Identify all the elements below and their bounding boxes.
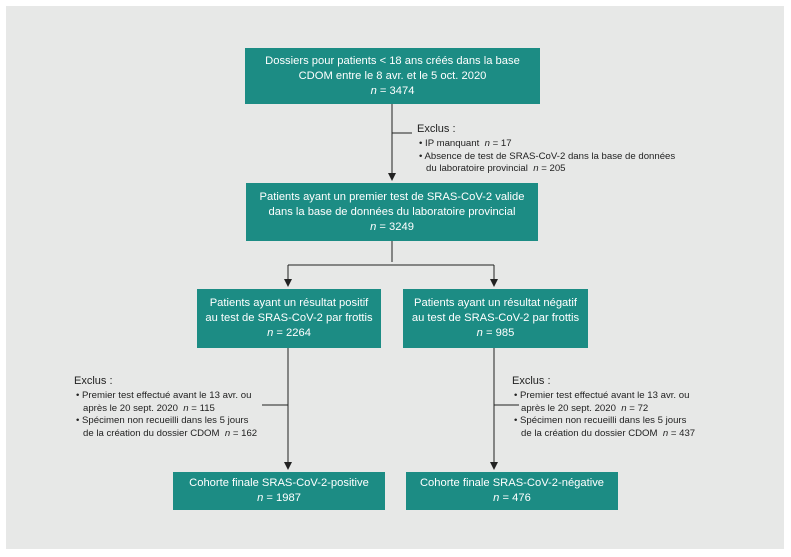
box-negative-line1: Patients ayant un résultat négatif bbox=[414, 297, 577, 309]
exclusion-item: • Absence de test de SRAS-CoV-2 dans la … bbox=[419, 150, 676, 175]
box-final-positive-line1: Cohorte finale SRAS-CoV-2-positive bbox=[189, 477, 369, 489]
box-final-positive: Cohorte finale SRAS-CoV-2-positive n = 1… bbox=[173, 472, 385, 510]
box-final-negative-count: n = 476 bbox=[493, 492, 531, 504]
exclusion-heading: Exclus : bbox=[512, 375, 551, 387]
exclusion-note-left: Exclus : • Premier test effectué avant l… bbox=[74, 374, 257, 440]
exclusion-item: • Spécimen non recueilli dans les 5 jour… bbox=[76, 415, 258, 439]
box-valid-line2: dans la base de données du laboratoire p… bbox=[268, 205, 516, 218]
box-valid-test: Patients ayant un premier test de SRAS-C… bbox=[246, 183, 538, 241]
exclusion-item: • Premier test effectué avant le 13 avr.… bbox=[76, 390, 252, 414]
exclusion-heading: Exclus : bbox=[417, 123, 456, 135]
box-final-positive-count: n = 1987 bbox=[257, 492, 301, 504]
box-positive-line1: Patients ayant un résultat positif bbox=[209, 297, 369, 309]
exclusion-item: • IP manquant n = 17 bbox=[419, 138, 512, 149]
exclusion-heading: Exclus : bbox=[74, 375, 113, 387]
box-final-negative-line1: Cohorte finale SRAS-CoV-2-négative bbox=[419, 477, 605, 489]
box-negative: Patients ayant un résultat négatif au te… bbox=[403, 289, 588, 348]
box-initial-line2: CDOM entre le 8 avr. et le 5 oct. 2020 bbox=[298, 69, 487, 82]
box-positive-line2: au test de SRAS-CoV-2 par frottis bbox=[205, 312, 373, 324]
exclusion-item: • Premier test effectué avant le 13 avr.… bbox=[514, 390, 690, 414]
box-positive-count: n = 2264 bbox=[267, 327, 311, 339]
exclusion-note-first: Exclus : • IP manquant n = 17 • Absence … bbox=[417, 122, 675, 176]
box-final-negative: Cohorte finale SRAS-CoV-2-négative n = 4… bbox=[406, 472, 618, 510]
box-negative-line2: au test de SRAS-CoV-2 par frottis bbox=[411, 312, 580, 324]
box-positive: Patients ayant un résultat positif au te… bbox=[197, 289, 381, 348]
box-initial-count: n = 3474 bbox=[370, 84, 415, 97]
box-initial-records: Dossiers pour patients < 18 ans créés da… bbox=[245, 48, 540, 104]
exclusion-item: • Spécimen non recueilli dans les 5 jour… bbox=[514, 415, 696, 439]
box-valid-count: n = 3249 bbox=[370, 220, 414, 233]
box-negative-count: n = 985 bbox=[476, 327, 515, 339]
box-valid-line1: Patients ayant un premier test de SRAS-C… bbox=[259, 190, 525, 203]
exclusion-note-right: Exclus : • Premier test effectué avant l… bbox=[512, 374, 695, 440]
box-initial-line1: Dossiers pour patients < 18 ans créés da… bbox=[265, 54, 520, 67]
